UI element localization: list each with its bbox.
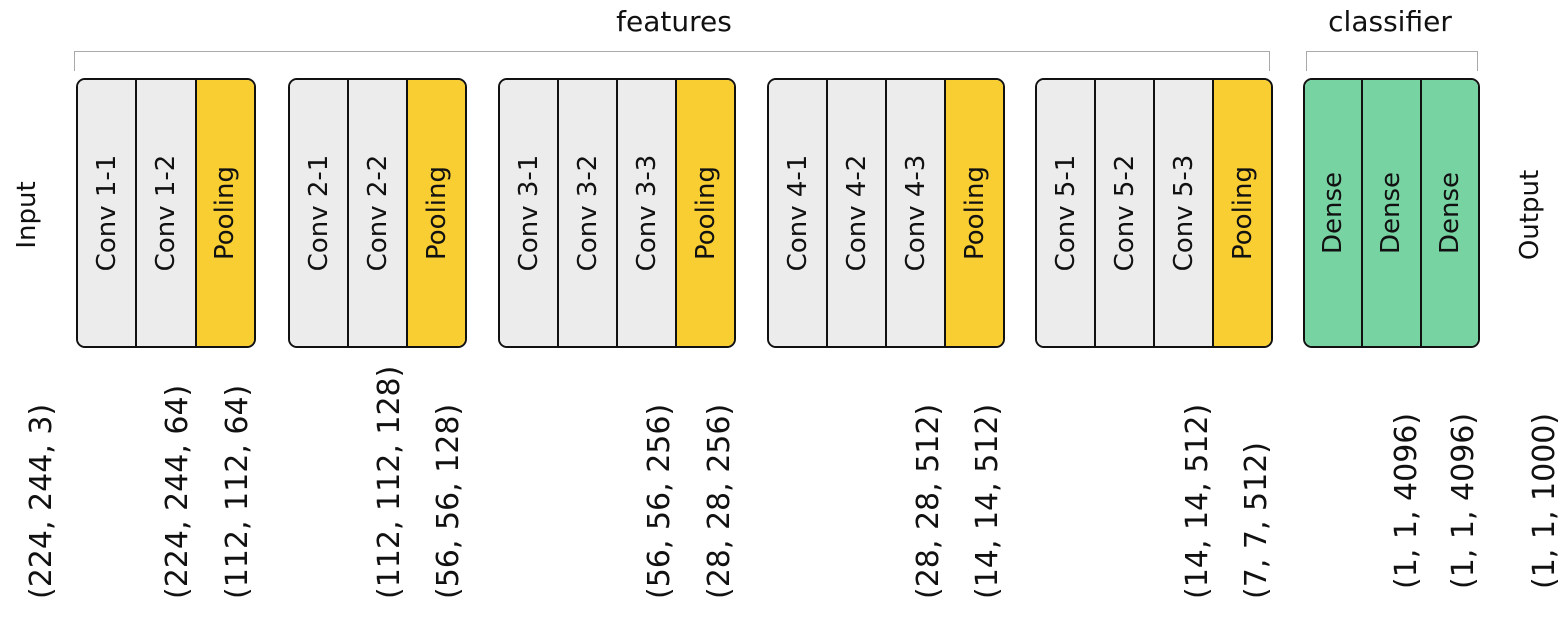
- layer-label: Conv 4-3: [900, 154, 931, 272]
- features-label: features: [616, 5, 732, 38]
- conv-block-4: Conv 4-1 Conv 4-2 Conv 4-3 Pooling: [767, 78, 1005, 348]
- layer-label: Conv 1-1: [91, 154, 122, 272]
- layer-pooling-4: Pooling: [946, 80, 1003, 346]
- shape-pool-1: (112, 112, 64): [220, 384, 255, 599]
- conv-block-3: Conv 3-1 Conv 3-2 Conv 3-3 Pooling: [498, 78, 736, 348]
- layer-label: Conv 1-2: [150, 154, 181, 272]
- shape-output: (1, 1, 1000): [1527, 412, 1560, 589]
- conv-block-1: Conv 1-1 Conv 1-2 Pooling: [76, 78, 256, 348]
- shape-pool-4: (14, 14, 512): [970, 403, 1005, 599]
- output-label: Output: [1515, 169, 1545, 261]
- layer-conv-5-2: Conv 5-2: [1096, 80, 1155, 346]
- shape-input: (224, 244, 3): [24, 403, 59, 599]
- layer-conv-1-2: Conv 1-2: [137, 80, 197, 346]
- layer-label: Pooling: [959, 166, 990, 260]
- layer-label: Conv 5-2: [1109, 154, 1140, 272]
- layer-conv-2-1: Conv 2-1: [290, 80, 349, 346]
- shape-pool-2: (56, 56, 128): [431, 403, 466, 599]
- shape-pool-3: (28, 28, 256): [702, 403, 737, 599]
- layer-pooling-1: Pooling: [196, 80, 254, 346]
- conv-block-2: Conv 2-1 Conv 2-2 Pooling: [288, 78, 467, 348]
- layer-conv-5-1: Conv 5-1: [1037, 80, 1096, 346]
- layer-conv-4-2: Conv 4-2: [828, 80, 887, 346]
- layer-pooling-2: Pooling: [408, 80, 465, 346]
- layer-conv-3-1: Conv 3-1: [500, 80, 559, 346]
- layer-label: Dense: [1318, 171, 1349, 255]
- layer-pooling-3: Pooling: [677, 80, 734, 346]
- layer-label: Dense: [1376, 171, 1407, 255]
- dense-block: Dense Dense Dense: [1303, 78, 1480, 348]
- shape-conv-5-3: (14, 14, 512): [1180, 403, 1215, 599]
- input-label: Input: [12, 181, 42, 249]
- layer-conv-2-2: Conv 2-2: [349, 80, 408, 346]
- layer-dense-1: Dense: [1305, 80, 1364, 346]
- features-bracket: [74, 51, 1270, 71]
- layer-label: Conv 5-3: [1168, 154, 1199, 272]
- layer-label: Conv 3-2: [572, 154, 603, 272]
- shape-conv-2-2: (112, 112, 128): [372, 365, 407, 599]
- layer-label: Pooling: [1227, 166, 1258, 260]
- layer-dense-2: Dense: [1363, 80, 1422, 346]
- classifier-label: classifier: [1328, 5, 1452, 38]
- layer-conv-4-1: Conv 4-1: [769, 80, 828, 346]
- layer-label: Conv 2-2: [362, 154, 393, 272]
- layer-label: Conv 4-1: [782, 154, 813, 272]
- layer-label: Pooling: [421, 166, 452, 260]
- shape-conv-4-3: (28, 28, 512): [911, 403, 946, 599]
- shape-pool-5: (7, 7, 512): [1239, 442, 1274, 599]
- layer-conv-5-3: Conv 5-3: [1155, 80, 1214, 346]
- layer-conv-1-1: Conv 1-1: [78, 80, 138, 346]
- conv-block-5: Conv 5-1 Conv 5-2 Conv 5-3 Pooling: [1035, 78, 1273, 348]
- layer-label: Conv 3-3: [631, 154, 662, 272]
- layer-conv-4-3: Conv 4-3: [887, 80, 946, 346]
- shape-conv-1-2: (224, 244, 64): [160, 384, 195, 599]
- layer-pooling-5: Pooling: [1214, 80, 1271, 346]
- layer-dense-3: Dense: [1421, 80, 1478, 346]
- layer-label: Conv 3-1: [513, 154, 544, 272]
- classifier-bracket: [1306, 51, 1478, 71]
- layer-conv-3-3: Conv 3-3: [618, 80, 677, 346]
- shape-dense-2: (1, 1, 4096): [1446, 412, 1481, 589]
- layer-label: Pooling: [690, 166, 721, 260]
- shape-conv-3-3: (56, 56, 256): [642, 403, 677, 599]
- layer-label: Conv 2-1: [303, 154, 334, 272]
- shape-dense-1: (1, 1, 4096): [1389, 412, 1424, 589]
- layer-label: Conv 5-1: [1050, 154, 1081, 272]
- layer-conv-3-2: Conv 3-2: [559, 80, 618, 346]
- layer-label: Dense: [1434, 171, 1465, 255]
- layer-label: Pooling: [210, 166, 241, 260]
- layer-label: Conv 4-2: [841, 154, 872, 272]
